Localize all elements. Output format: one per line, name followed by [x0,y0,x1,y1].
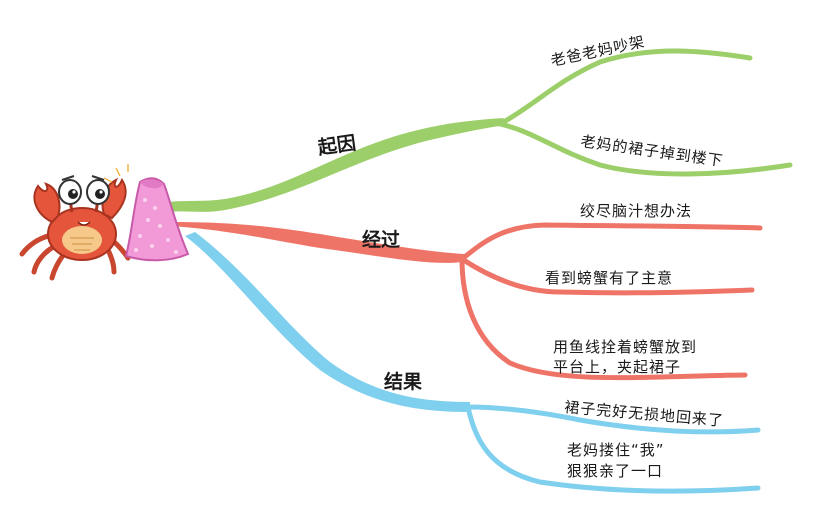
branch-result-label: 结果 [384,370,422,393]
branch-result-twig-2 [465,404,761,494]
result-leaf-1: 裙子完好无损地回来了 [564,398,725,430]
branch-process-twig-1 [459,222,763,262]
branch-result-twig-1 [465,404,761,435]
branch-cause [168,48,793,212]
branch-result-trunk [185,232,470,412]
process-leaf-3-line-1: 用鱼线拴着螃蟹放到 [553,338,697,356]
branch-cause-twig-1 [497,48,753,127]
result-leaf-2-line-1: 老妈搂住“我” [567,441,665,459]
pink-skirt-illustration [103,164,190,262]
branch-cause-label: 起因 [316,132,358,159]
branch-cause-trunk [168,118,504,212]
result-leaf-2-line-2: 狠狠亲了一口 [567,462,663,480]
process-leaf-1: 绞尽脑汁想办法 [580,202,692,220]
branch-process-label: 经过 [362,228,400,251]
branch-process [170,222,763,381]
process-leaf-3-line-2: 平台上，夹起裙子 [553,358,681,376]
branch-result [185,232,761,494]
branch-process-twig-3 [459,256,748,381]
process-leaf-2: 看到螃蟹有了主意 [545,269,673,287]
branch-process-trunk [170,222,464,263]
crab-illustration [19,175,131,281]
branch-cause-twig-2 [497,121,793,177]
branch-process-twig-2 [459,256,755,296]
